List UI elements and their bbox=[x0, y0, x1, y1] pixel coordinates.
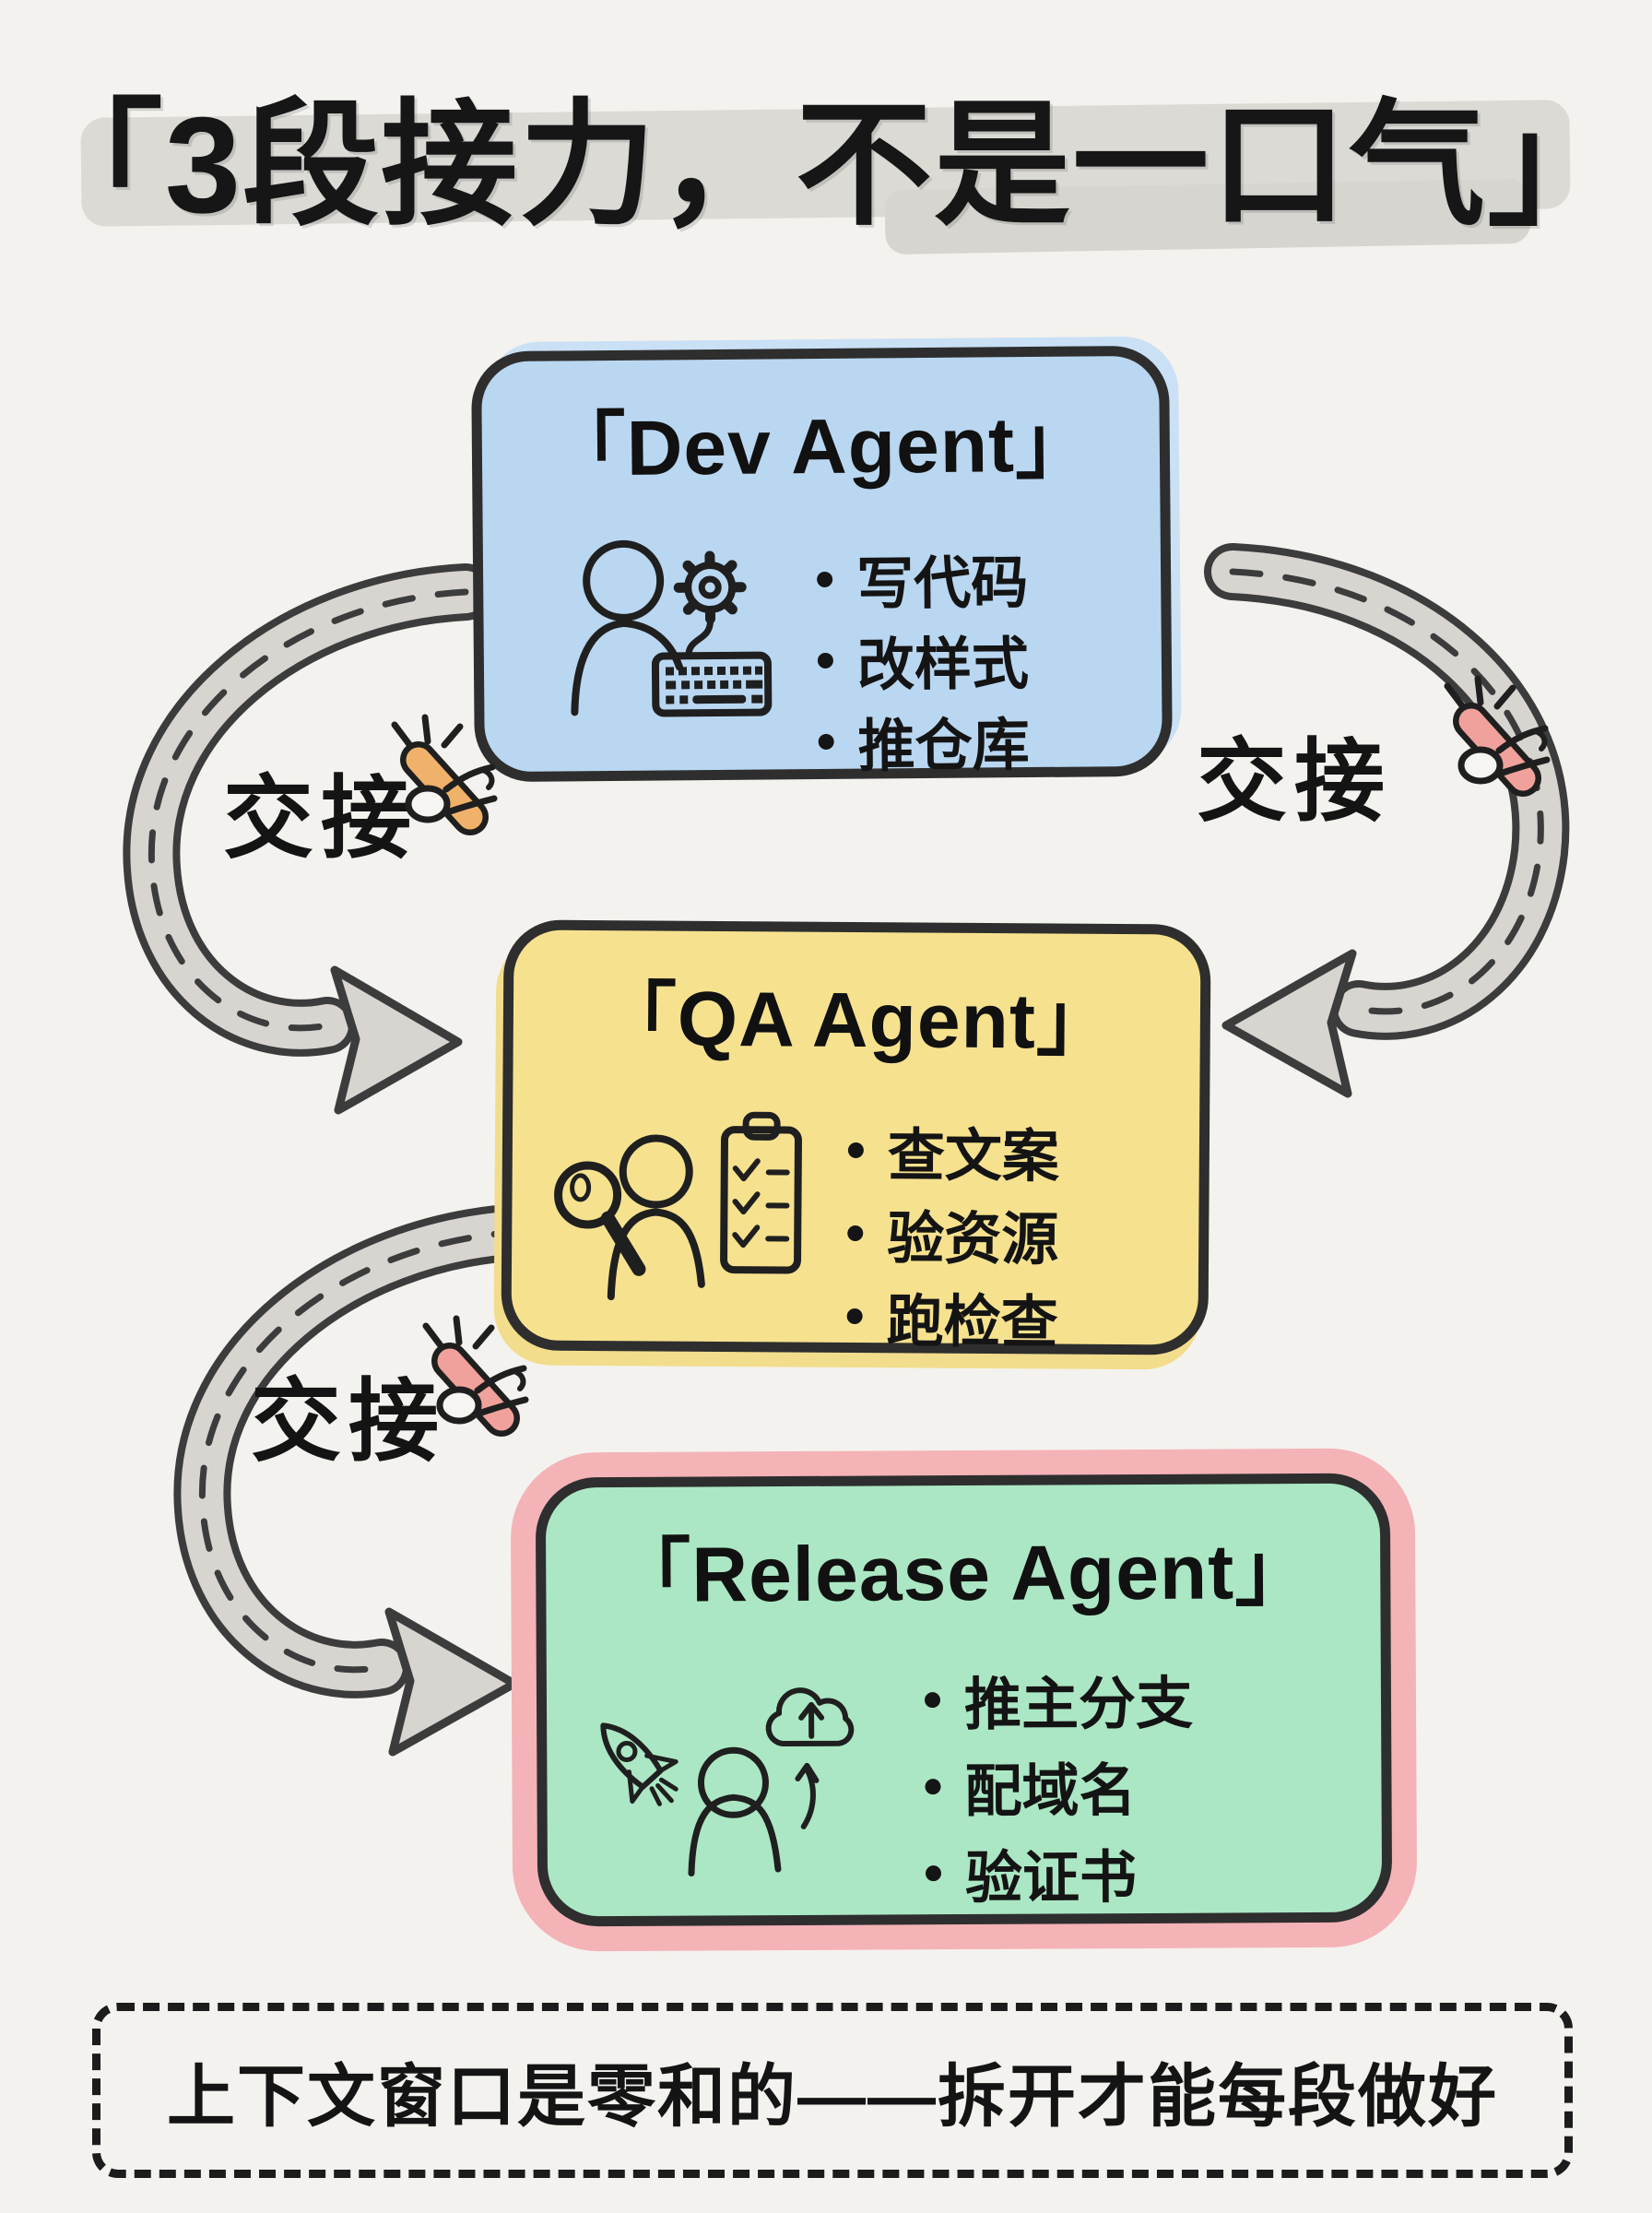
release-agent-card: 「Release Agent」 bbox=[535, 1473, 1393, 1927]
task-label: 推仓库 bbox=[857, 714, 1031, 779]
task-label: 验资源 bbox=[886, 1207, 1059, 1272]
bullet-dot-icon bbox=[847, 1225, 864, 1241]
bullet-dot-icon bbox=[817, 571, 833, 587]
task-label: 跑检查 bbox=[886, 1290, 1058, 1355]
relay-baton-in-hand-icon bbox=[391, 714, 498, 835]
list-item: 跑检查 bbox=[846, 1274, 1058, 1359]
bullet-dot-icon bbox=[818, 733, 834, 750]
road-arrow-dev-to-qa-right bbox=[1204, 543, 1570, 1098]
person-icon bbox=[607, 1134, 705, 1301]
list-item: 推仓库 bbox=[818, 699, 1030, 782]
handoff-label-bottom: 交接 bbox=[251, 1370, 447, 1472]
list-item: 改样式 bbox=[817, 618, 1030, 701]
release-agent-body: 推主分支 配域名 验证书 bbox=[547, 1627, 1383, 1919]
qa-agent-body: 查文案 验资源 跑检查 bbox=[511, 1076, 1199, 1359]
cloud-upload-icon bbox=[765, 1687, 855, 1747]
checklist-icon bbox=[720, 1111, 802, 1274]
task-label: 配域名 bbox=[964, 1759, 1137, 1824]
task-label: 验证书 bbox=[964, 1846, 1138, 1911]
release-agent-title: 「Release Agent」 bbox=[613, 1528, 1314, 1618]
bullet-dot-icon bbox=[817, 652, 833, 669]
relay-baton-in-hand-icon bbox=[422, 1315, 529, 1437]
keyboard-icon bbox=[651, 651, 773, 717]
list-item: 验资源 bbox=[847, 1191, 1059, 1276]
handoff-label-right: 交接 bbox=[1197, 730, 1393, 832]
bullet-dot-icon bbox=[925, 1778, 941, 1794]
list-item: 配域名 bbox=[925, 1742, 1194, 1830]
page-title: 「3段接力，不是一口气」 bbox=[26, 89, 1626, 242]
dev-agent-body: 写代码 改样式 推仓库 bbox=[483, 508, 1163, 785]
bullet-dot-icon bbox=[847, 1142, 864, 1158]
magnifier-person-checklist-icon bbox=[554, 1111, 802, 1301]
task-label: 查文案 bbox=[887, 1124, 1060, 1189]
task-label: 写代码 bbox=[856, 551, 1029, 617]
rocket-person-cloud-upload-icon bbox=[600, 1687, 855, 1877]
bullet-dot-icon bbox=[924, 1691, 941, 1708]
qa-agent-card: 「QA Agent」 bbox=[501, 919, 1211, 1355]
list-item: 查文案 bbox=[847, 1108, 1060, 1193]
road-arrow-qa-to-release bbox=[173, 1203, 550, 1757]
bullet-dot-icon bbox=[846, 1308, 863, 1324]
list-item: 推主分支 bbox=[924, 1655, 1194, 1744]
person-icon bbox=[688, 1746, 782, 1877]
handoff-label-left: 交接 bbox=[223, 767, 419, 869]
person-gear-keyboard-icon bbox=[571, 539, 773, 717]
curved-up-arrow-icon bbox=[800, 1766, 816, 1829]
list-item: 验证书 bbox=[925, 1828, 1195, 1917]
task-label: 改样式 bbox=[856, 633, 1030, 698]
rocket-icon bbox=[600, 1722, 678, 1806]
footer-note-box: 上下文窗口是零和的——拆开才能每段做好 bbox=[92, 2003, 1573, 2178]
relay-baton-in-hand-icon bbox=[1444, 675, 1551, 797]
road-arrow-dev-to-qa-left bbox=[123, 563, 494, 1115]
bullet-dot-icon bbox=[925, 1864, 942, 1881]
list-item: 写代码 bbox=[817, 537, 1029, 620]
task-label: 推主分支 bbox=[963, 1672, 1194, 1737]
qa-agent-title: 「QA Agent」 bbox=[598, 975, 1115, 1065]
dev-agent-title: 「Dev Agent」 bbox=[548, 400, 1094, 492]
footer-note-text: 上下文窗口是零和的——拆开才能每段做好 bbox=[167, 2057, 1498, 2135]
dev-agent-card: 「Dev Agent」 bbox=[470, 345, 1174, 785]
qa-agent-task-list: 查文案 验资源 跑检查 bbox=[846, 1108, 1059, 1359]
release-agent-task-list: 推主分支 配域名 验证书 bbox=[924, 1655, 1195, 1917]
dev-agent-task-list: 写代码 改样式 推仓库 bbox=[817, 537, 1030, 782]
gear-icon bbox=[673, 550, 747, 624]
magnifier-icon bbox=[554, 1161, 646, 1276]
